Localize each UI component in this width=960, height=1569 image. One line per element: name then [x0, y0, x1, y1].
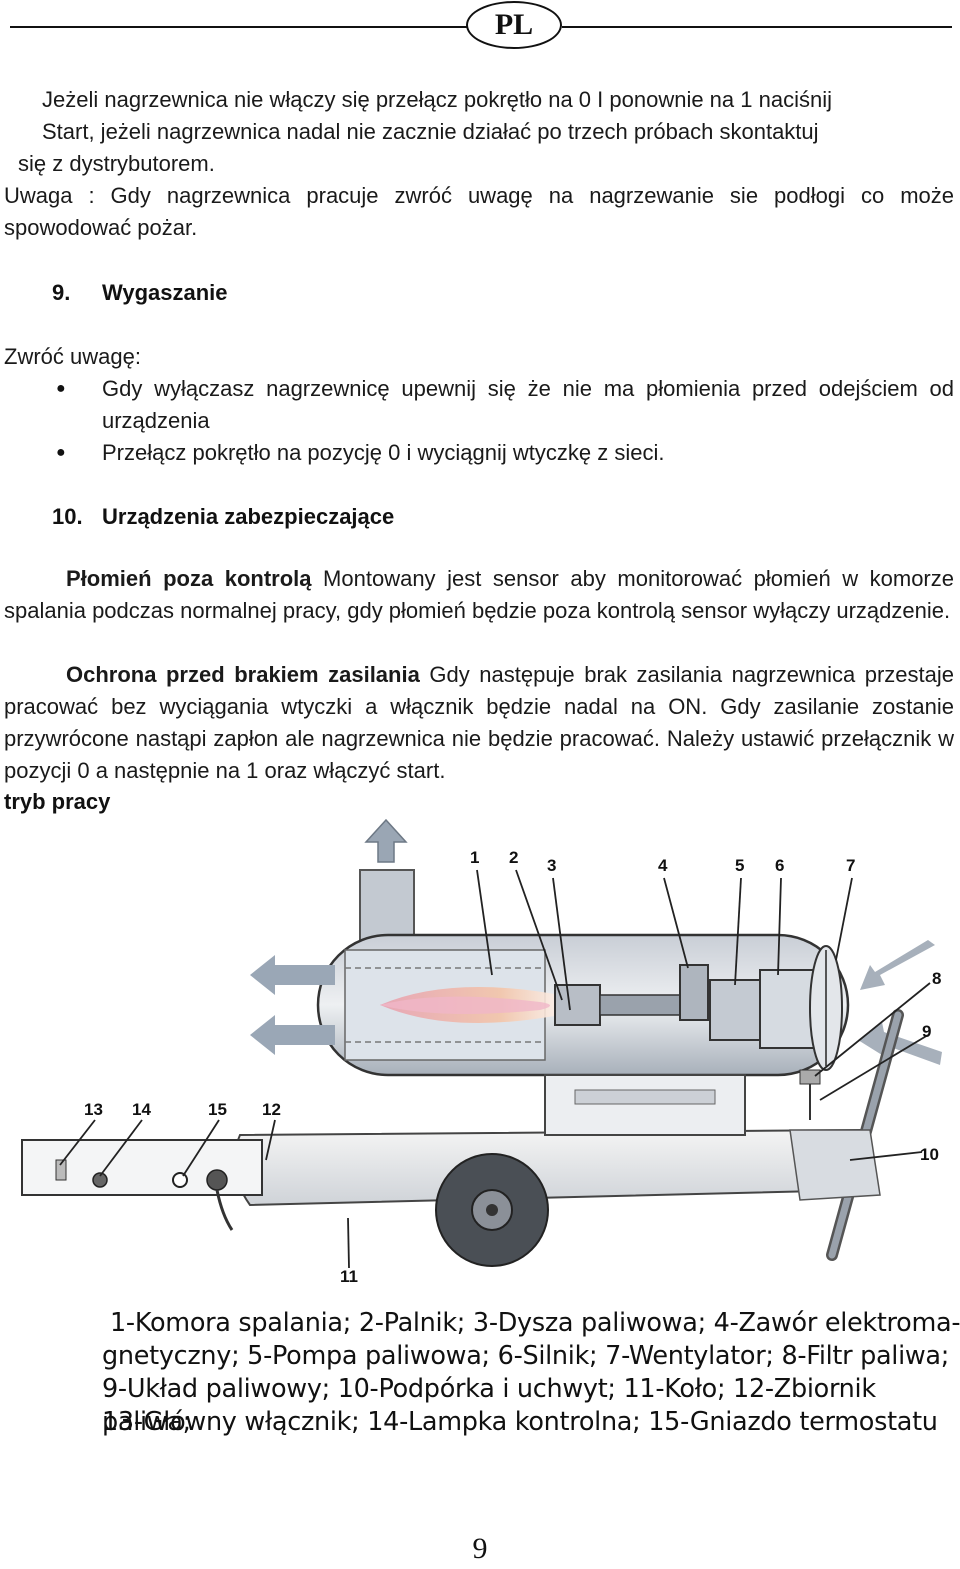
legend-line-1: 1-Komora spalania; 2-Palnik; 3-Dysza pal…: [110, 1308, 960, 1338]
callout-7: 7: [846, 856, 855, 875]
callout-6: 6: [775, 856, 784, 875]
header-rule-left: [10, 26, 470, 28]
power-failure-text: Gdy następuje brak zasilania nagrzewnica…: [4, 662, 954, 783]
power-failure-term: Ochrona przed brakiem zasilania: [66, 662, 420, 687]
header-rule-right: [562, 26, 952, 28]
air-arrow-left-bottom: [250, 1015, 335, 1055]
section-10-number: 10.: [52, 504, 83, 529]
section-9-bullet-1: Gdy wyłączasz nagrzewnicę upewnij się że…: [102, 376, 954, 433]
callout-13: 13: [84, 1100, 103, 1119]
callout-10: 10: [920, 1145, 939, 1164]
air-arrow-right-bottom: [858, 1022, 942, 1065]
callout-11: 11: [340, 1267, 358, 1286]
legend-line-3: 9-Układ paliwowy; 10-Podpórka i uchwyt; …: [102, 1374, 876, 1437]
callout-3: 3: [547, 856, 556, 875]
air-arrow-left-top: [250, 955, 335, 995]
heater-diagram: 1 2 3 4 5 6 7 8 9 10 11 12 13 14 15: [21, 818, 942, 1286]
intro-line-3: się z dystrybutorem.: [18, 151, 215, 176]
section-9-title: Wygaszanie: [102, 280, 228, 305]
callout-15: 15: [208, 1100, 227, 1119]
flame-control-term: Płomień poza kontrolą: [66, 566, 312, 591]
callout-4: 4: [658, 856, 668, 875]
callout-1: 1: [470, 848, 479, 867]
section-9-bullet-2: Przełącz pokrętło na pozycję 0 i wyciągn…: [102, 440, 665, 465]
callout-12: 12: [262, 1100, 281, 1119]
solenoid-valve: [679, 964, 709, 1021]
exhaust-arrow: [364, 818, 408, 863]
page-number: 9: [472, 1532, 488, 1565]
bullet-dot: ●: [56, 380, 66, 397]
section-9-intro: Zwróć uwagę:: [4, 344, 141, 369]
callout-2: 2: [509, 848, 518, 867]
legend-line-4: 13-Główny włącznik; 14-Lampka kontrolna;…: [102, 1407, 938, 1437]
motor: [759, 969, 816, 1049]
callout-8: 8: [932, 969, 941, 988]
fuel-filter: [799, 1069, 821, 1085]
callout-5: 5: [735, 856, 744, 875]
callout-9: 9: [922, 1022, 931, 1041]
intro-line-2: Start, jeżeli nagrzewnica nadal nie zacz…: [42, 119, 819, 144]
section-9-number: 9.: [52, 280, 71, 305]
power-failure-paragraph: Ochrona przed brakiem zasilania Gdy nast…: [4, 659, 954, 787]
burner: [554, 984, 601, 1026]
fuel-pump: [709, 979, 761, 1041]
section-10-title: Urządzenia zabezpieczające: [102, 504, 395, 529]
intro-line-1: Jeżeli nagrzewnica nie włączy się przełą…: [42, 87, 832, 112]
fuel-tank: [233, 1128, 871, 1207]
air-arrow-right-top: [860, 940, 935, 990]
flame-control-paragraph: Płomień poza kontrolą Montowany jest sen…: [4, 563, 954, 627]
language-badge: PL: [466, 1, 562, 49]
flame-control-text: Montowany jest sensor aby monitorować pł…: [4, 566, 954, 623]
operating-mode-label: tryb pracy: [4, 789, 111, 814]
callout-14: 14: [132, 1100, 151, 1119]
warning-paragraph: Uwaga : Gdy nagrzewnica pracuje zwróć uw…: [4, 183, 954, 240]
legend-line-2: gnetyczny; 5-Pompa paliwowa; 6-Silnik; 7…: [102, 1341, 950, 1371]
bullet-dot: ●: [56, 444, 66, 461]
